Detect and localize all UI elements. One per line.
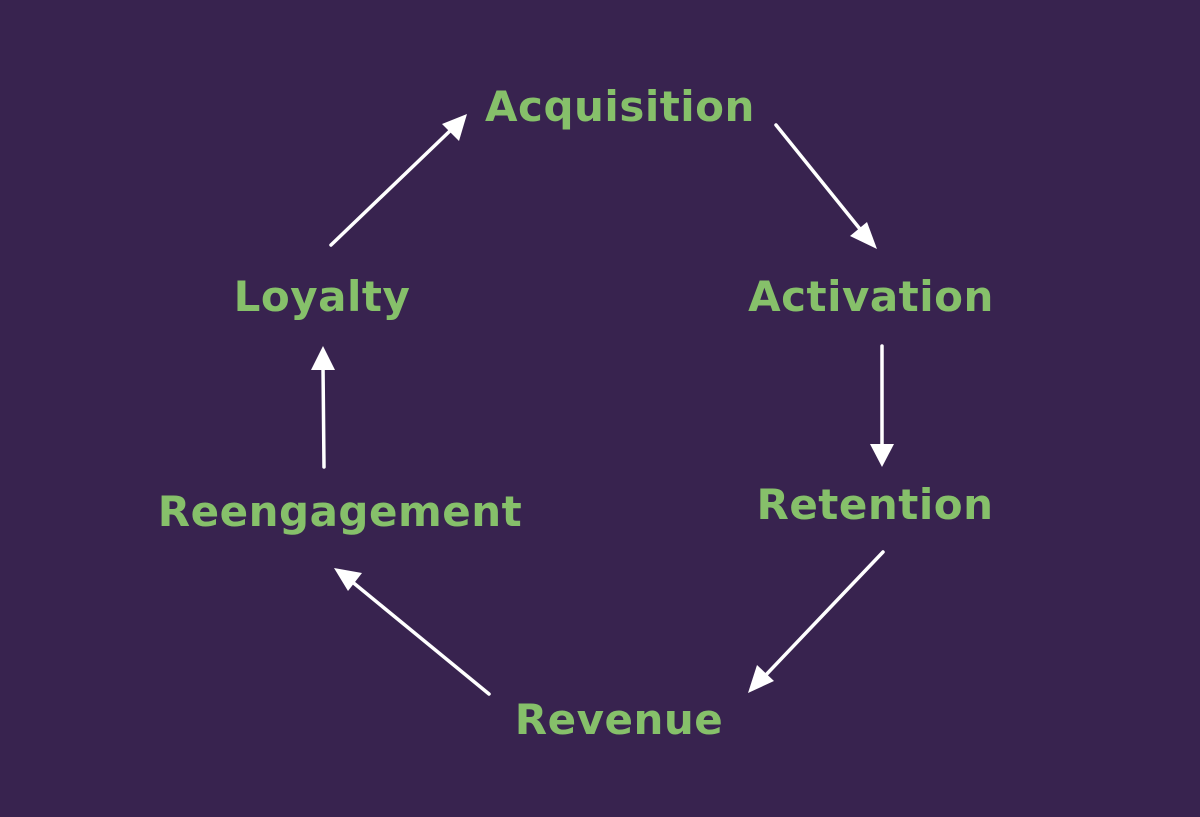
stage-reengagement: Reengagement bbox=[157, 487, 523, 536]
stage-activation: Activation bbox=[748, 272, 994, 321]
stage-acquisition: Acquisition bbox=[485, 82, 755, 131]
arrow-loyalty-to-acquisition bbox=[329, 114, 467, 247]
arrow-acquisition-to-activation bbox=[774, 123, 877, 249]
arrow-activation-to-retention bbox=[870, 344, 894, 467]
stage-loyalty: Loyalty bbox=[233, 272, 411, 321]
arrow-reengagement-to-loyalty bbox=[311, 346, 335, 469]
arrow-revenue-to-reengagement bbox=[334, 568, 491, 696]
arrow-retention-to-revenue bbox=[748, 550, 885, 693]
stage-retention: Retention bbox=[756, 480, 994, 529]
stage-revenue: Revenue bbox=[514, 695, 724, 744]
